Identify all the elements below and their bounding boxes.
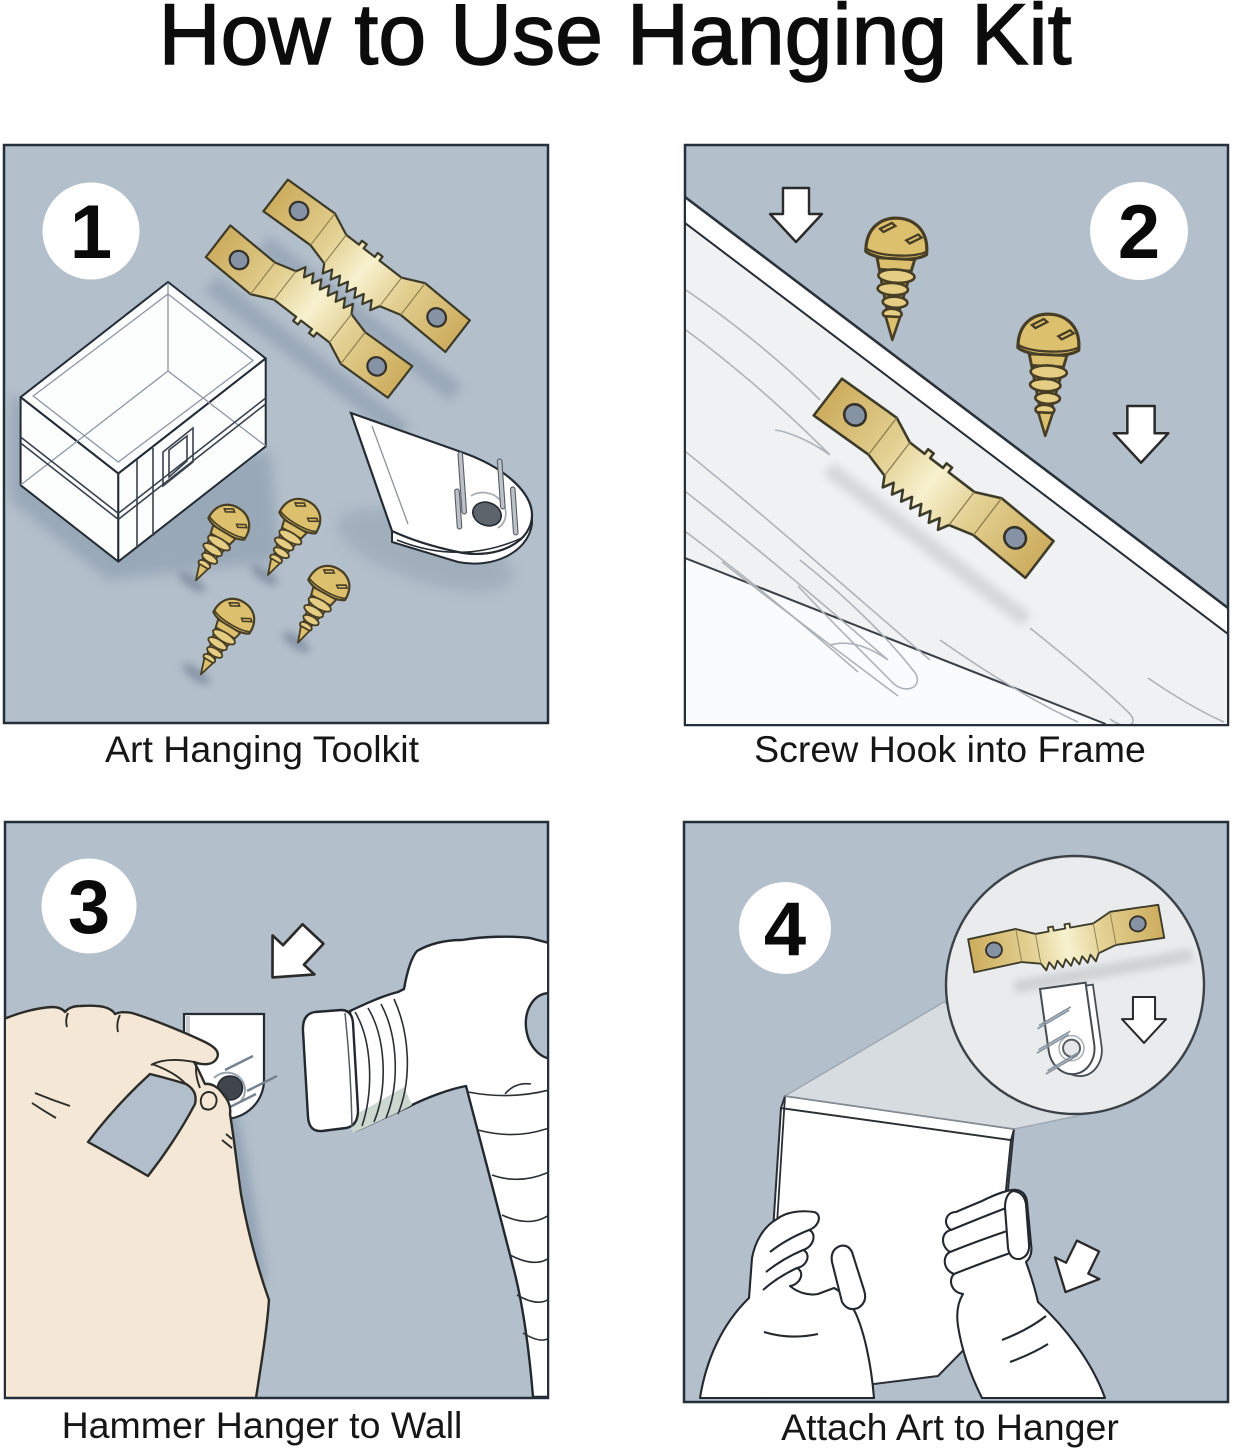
svg-text:Screw Hook into Frame: Screw Hook into Frame — [754, 728, 1146, 770]
svg-text:4: 4 — [764, 887, 806, 972]
svg-text:1: 1 — [70, 190, 112, 275]
svg-text:Hammer Hanger to Wall: Hammer Hanger to Wall — [62, 1404, 463, 1446]
svg-text:3: 3 — [68, 865, 110, 950]
svg-text:How to Use Hanging Kit: How to Use Hanging Kit — [159, 0, 1072, 83]
svg-text:Attach Art to Hanger: Attach Art to Hanger — [781, 1406, 1119, 1448]
svg-text:2: 2 — [1118, 190, 1160, 275]
svg-text:Art Hanging Toolkit: Art Hanging Toolkit — [105, 728, 420, 770]
